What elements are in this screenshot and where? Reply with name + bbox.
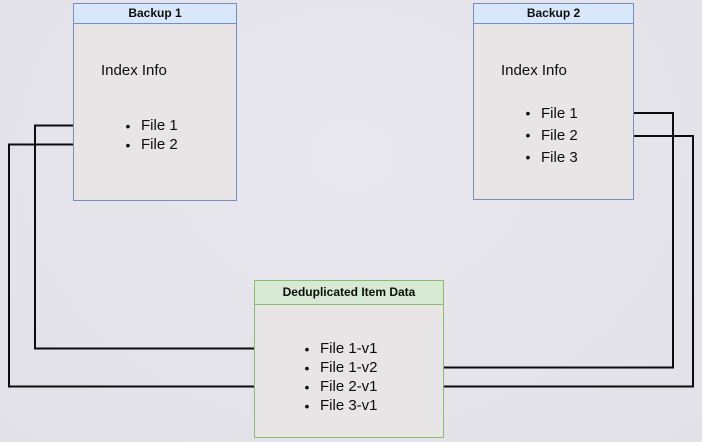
backup1-title: Backup 1 (128, 6, 182, 20)
backup1-file-list: • File 1 • File 2 (122, 116, 178, 154)
bullet-icon: • (125, 136, 131, 153)
backup1-title-bar: Backup 1 (74, 4, 236, 24)
backup1-index-info-heading: Index Info (101, 62, 167, 79)
backup1-box: Backup 1 (73, 3, 237, 201)
list-item: • File 1-v2 (301, 358, 378, 377)
bullet-icon: • (125, 117, 131, 134)
backup2-index-info-heading: Index Info (501, 62, 567, 79)
bullet-icon: • (304, 359, 310, 376)
list-item: • File 3-v1 (301, 396, 378, 415)
backup2-title: Backup 2 (526, 6, 581, 20)
backup2-title-bar: Backup 2 (474, 4, 633, 24)
file-label: File 2 (541, 126, 578, 144)
bullet-icon: • (304, 340, 310, 357)
dedup-title: Deduplicated Item Data (282, 285, 416, 299)
list-item: • File 1-v1 (301, 339, 378, 358)
bullet-icon: • (525, 127, 531, 143)
file-label: File 1 (141, 117, 178, 134)
file-label: File 2 (141, 136, 178, 153)
list-item: • File 1 (522, 102, 578, 124)
file-label: File 1 (541, 104, 578, 122)
file-label: File 3-v1 (320, 397, 378, 414)
bullet-icon: • (304, 397, 310, 414)
file-label: File 1-v2 (320, 359, 378, 376)
bullet-icon: • (304, 378, 310, 395)
bullet-icon: • (525, 105, 531, 121)
list-item: • File 2-v1 (301, 377, 378, 396)
list-item: • File 1 (122, 116, 178, 135)
file-label: File 2-v1 (320, 378, 378, 395)
list-item: • File 2 (522, 124, 578, 146)
list-item: • File 3 (522, 146, 578, 168)
backup2-box: Backup 2 (473, 3, 634, 200)
bullet-icon: • (525, 149, 531, 165)
backup2-file-list: • File 1 • File 2 • File 3 (522, 102, 578, 168)
list-item: • File 2 (122, 135, 178, 154)
file-label: File 1-v1 (320, 340, 378, 357)
dedup-file-list: • File 1-v1 • File 1-v2 • File 2-v1 • Fi… (301, 339, 378, 415)
dedup-title-bar: Deduplicated Item Data (255, 281, 443, 305)
file-label: File 3 (541, 148, 578, 166)
dedup-box: Deduplicated Item Data (254, 280, 444, 438)
